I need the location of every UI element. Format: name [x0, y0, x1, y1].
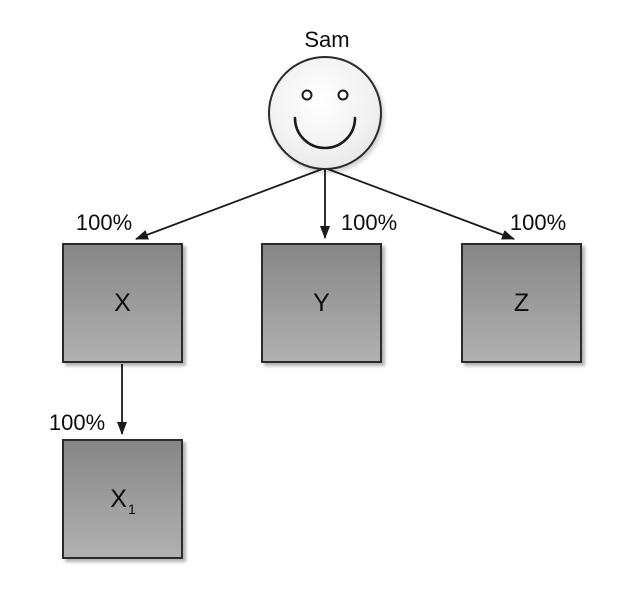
ownership-label-sam-z: 100% — [509, 210, 567, 235]
smiley-right-eye-icon — [337, 89, 349, 101]
entity-label-y: Y — [313, 288, 330, 317]
smiley-face-icon — [268, 56, 382, 170]
entity-box-x1: X1 — [62, 439, 183, 559]
entity-label-x1: X1 — [110, 484, 136, 517]
arrow-sam-to-x — [135, 167, 326, 240]
ownership-label-sam-x: 100% — [75, 210, 133, 235]
entity-box-y: Y — [261, 243, 382, 363]
entity-box-x: X — [62, 243, 183, 363]
smiley-mouth-icon — [293, 116, 357, 150]
entity-box-z: Z — [461, 243, 582, 363]
entity-label-x1-base: X — [110, 484, 127, 513]
owner-name-label: Sam — [304, 27, 350, 52]
owner-figure — [268, 56, 382, 170]
smiley-left-eye-icon — [301, 89, 313, 101]
arrow-sam-to-z — [324, 167, 515, 240]
entity-label-z: Z — [513, 288, 530, 317]
ownership-label-sam-y: 100% — [340, 210, 398, 235]
entity-label-x1-subscript: 1 — [127, 500, 136, 517]
entity-label-x: X — [114, 288, 131, 317]
ownership-label-x-x1: 100% — [48, 410, 106, 435]
